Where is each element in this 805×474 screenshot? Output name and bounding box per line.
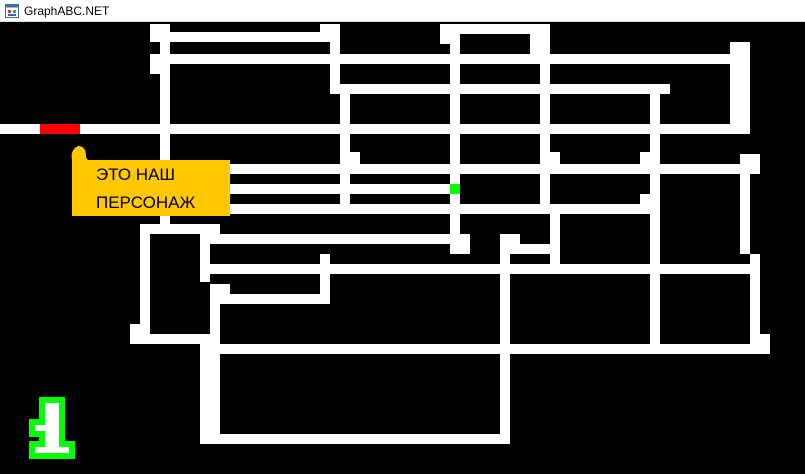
callout-bubble: ЭТО НАШ ПЕРСОНАЖ <box>71 146 230 216</box>
maze-walls <box>0 24 770 444</box>
level-number-digit: 1 <box>29 397 75 459</box>
game-background <box>0 22 805 474</box>
player-character <box>40 124 80 134</box>
callout-line-1: ЭТО НАШ <box>96 165 175 184</box>
window-title: GraphABC.NET <box>24 4 110 18</box>
goal-marker <box>450 184 460 194</box>
window-titlebar: GraphABC.NET <box>0 0 805 22</box>
app-window-icon <box>5 4 19 18</box>
callout-line-2: ПЕРСОНАЖ <box>96 193 195 212</box>
game-canvas: ЭТО НАШ ПЕРСОНАЖ 1 <box>0 22 805 474</box>
